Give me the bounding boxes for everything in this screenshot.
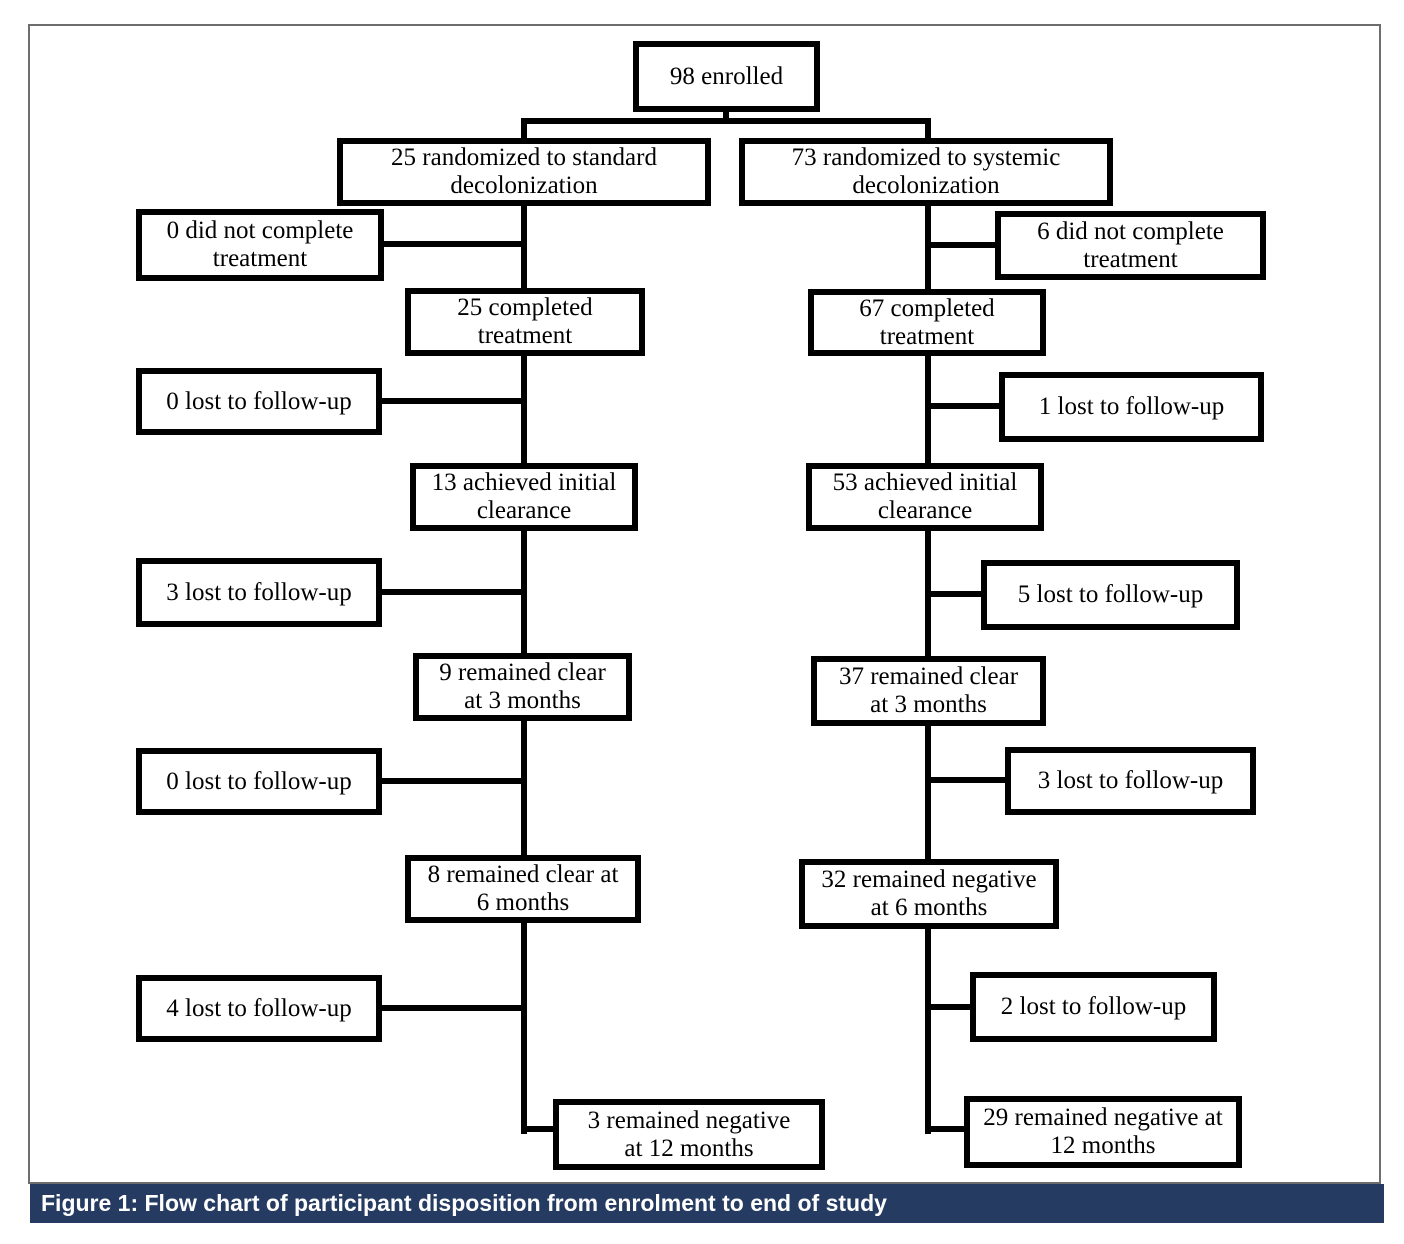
node-left-completed: 25 completed treatment [405,288,645,356]
node-right-lost-followup-1: 1 lost to follow-up [999,372,1264,442]
node-left-initial-clearance: 13 achieved initial clearance [410,463,638,531]
node-left-lost-followup-2: 3 lost to follow-up [136,558,382,627]
node-left-randomized: 25 randomized to standard decolonization [337,138,711,206]
node-right-completed: 67 completed treatment [808,289,1046,356]
connector-left-side-3 [376,778,526,784]
connector-root-stub [723,110,729,124]
connector-split-left-drop [521,118,527,140]
connector-right-side-0 [928,242,1000,248]
caption-bar: Figure 1: Flow chart of participant disp… [30,1184,1384,1223]
connector-left-side-1 [376,398,526,404]
node-left-negative-12-months: 3 remained negative at 12 months [553,1099,825,1170]
node-right-randomized: 73 randomized to systemic decolonization [739,138,1113,206]
connector-split-right-drop [925,118,931,140]
connector-left-side-0 [376,241,526,247]
connector-right-side-1 [928,403,1004,409]
node-right-clear-3-months: 37 remained clear at 3 months [811,656,1046,726]
node-left-clear-3-months: 9 remained clear at 3 months [413,653,632,721]
connector-left-side-2 [376,589,526,595]
node-left-lost-followup-3: 0 lost to follow-up [136,748,382,815]
node-enrolled: 98 enrolled [633,41,820,112]
connector-right-side-2 [928,591,986,597]
node-right-lost-followup-3: 3 lost to follow-up [1005,747,1256,815]
node-right-initial-clearance: 53 achieved initial clearance [806,463,1044,531]
node-right-lost-followup-2: 5 lost to follow-up [981,560,1240,630]
node-right-lost-followup-4: 2 lost to follow-up [970,972,1217,1042]
node-right-did-not-complete: 6 did not complete treatment [995,211,1266,280]
node-left-did-not-complete: 0 did not complete treatment [136,209,384,281]
node-left-lost-followup-1: 0 lost to follow-up [136,368,382,435]
connector-left-side-4 [376,1005,526,1011]
connector-right-side-4 [928,1004,975,1010]
connector-right-side-3 [928,777,1010,783]
connector-right-elbow [925,1126,973,1132]
node-left-clear-6-months: 8 remained clear at 6 months [405,855,641,923]
node-left-lost-followup-4: 4 lost to follow-up [136,975,382,1042]
node-right-negative-6-months: 32 remained negative at 6 months [799,859,1059,929]
connector-left-elbow [521,1126,561,1132]
caption-text: Figure 1: Flow chart of participant disp… [41,1190,887,1216]
connector-split-bar [521,118,931,124]
node-right-negative-12-months: 29 remained negative at 12 months [964,1096,1242,1168]
